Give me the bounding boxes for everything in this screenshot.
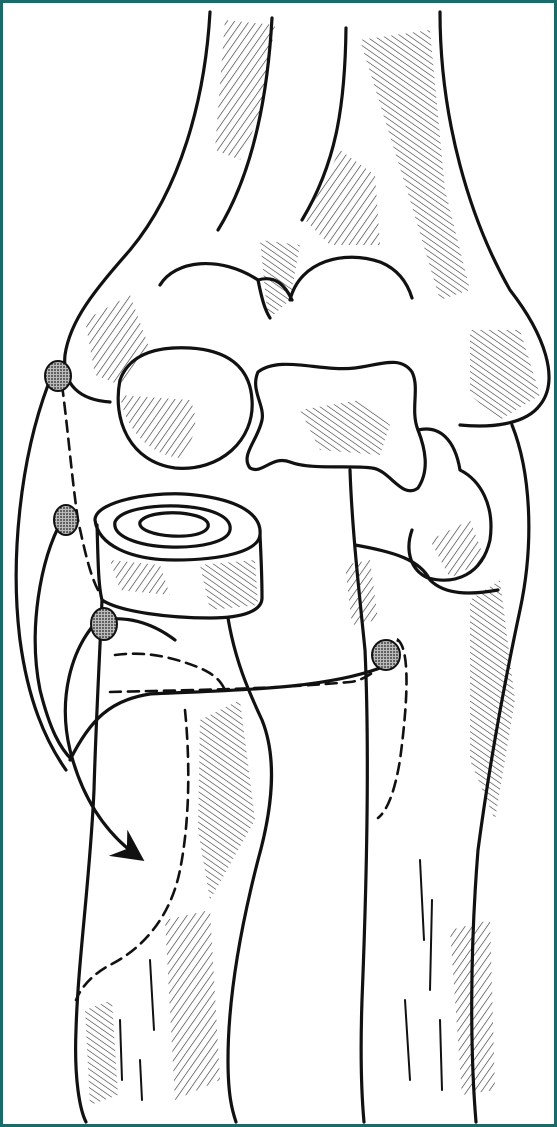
ulna-texture: [405, 860, 442, 1090]
capitellum-shading: [120, 395, 195, 458]
ulna: [350, 425, 529, 1122]
radius-outline-right: [228, 618, 272, 1122]
elbow-joint-illustration: [3, 3, 554, 1124]
radius-texture: [120, 960, 154, 1100]
medial-epicondyle-shading: [470, 330, 540, 420]
radius-shaft: [76, 600, 272, 1122]
collateral-dashed-lateral: [62, 385, 98, 590]
olecranon-shading: [430, 520, 485, 578]
radius-head-shading-right: [200, 560, 258, 610]
node-ulna: [372, 640, 400, 670]
olecranon-fossa-shading: [305, 150, 380, 245]
radius-shading-edge: [85, 1000, 118, 1105]
node-radial-head: [54, 505, 78, 535]
ligament-arrow-curve: [65, 620, 140, 858]
radius-head-top: [95, 494, 260, 560]
ligament-paths: [62, 385, 407, 1000]
capitellum: [118, 348, 252, 469]
trochlea-shading: [300, 400, 390, 455]
lateral-epicondyle-shading: [85, 295, 150, 385]
node-lateral-epicondyle: [45, 361, 71, 391]
radius-head-ring-inner: [140, 513, 208, 536]
radius-shading-lower: [165, 910, 220, 1100]
radius-head: [95, 494, 262, 618]
ulna-shading-upper: [470, 580, 515, 820]
radius-head-shading-left: [110, 560, 170, 595]
humerus: [65, 12, 549, 426]
node-radius-neck: [91, 608, 117, 640]
ulnar-dashed-path: [110, 640, 407, 818]
radius-shading-upper: [198, 700, 255, 900]
annular-dashed-front: [115, 654, 225, 690]
node-ulna-shading: [345, 560, 378, 625]
